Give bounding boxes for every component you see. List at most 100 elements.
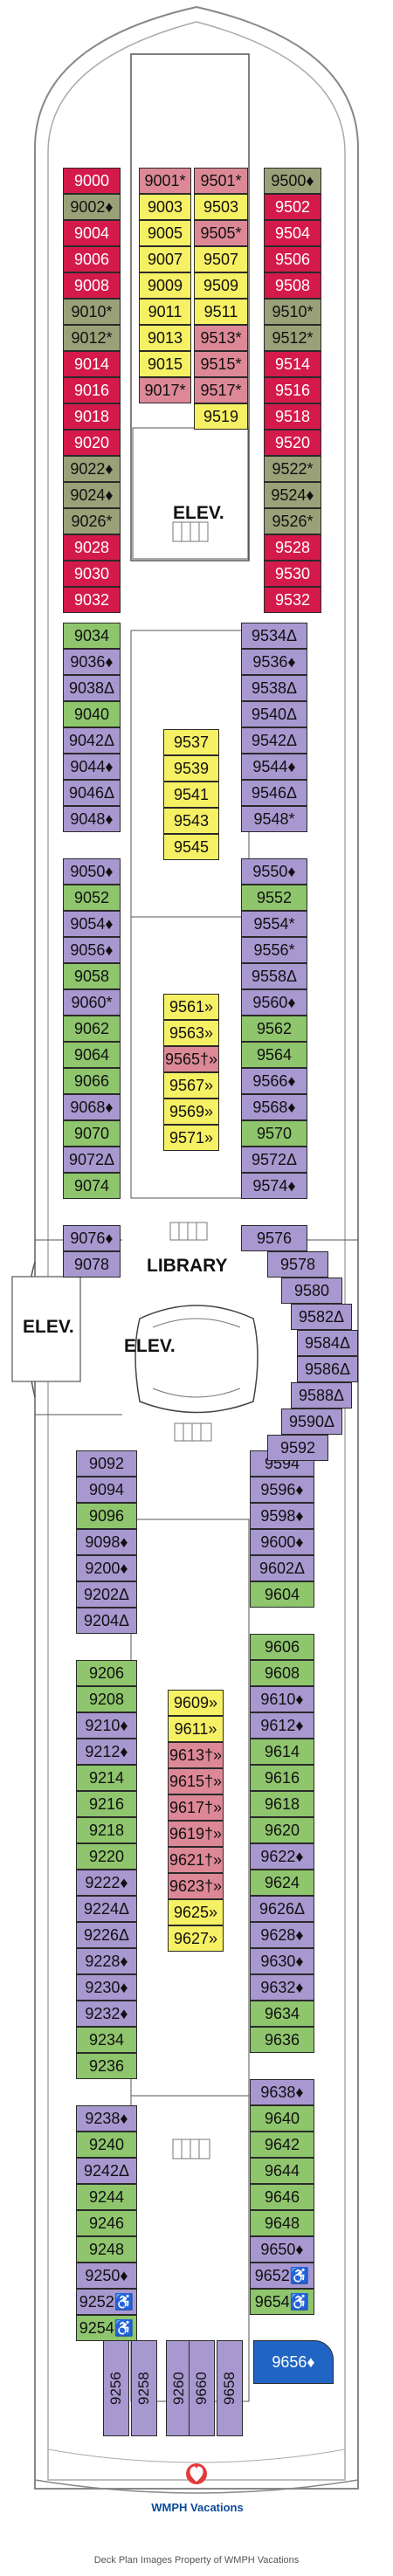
cabin-aft-right-20[interactable]: 9632♦ xyxy=(250,1974,314,2001)
cabin-aft-left-25[interactable]: 9238♦ xyxy=(76,2105,137,2132)
cabin-fwd-right-11[interactable]: 9522* xyxy=(264,456,321,482)
cabin-fwd-inner-left-4[interactable]: 9009 xyxy=(139,272,191,299)
cabin-fwd-right-12[interactable]: 9524♦ xyxy=(264,482,321,508)
cabin-fwd-left-16[interactable]: 9032 xyxy=(63,587,121,613)
cabin-mid-center-a-0[interactable]: 9537 xyxy=(163,729,219,755)
cabin-fwd-inner-right-6[interactable]: 9513* xyxy=(194,325,248,351)
cabin-aft-left-26[interactable]: 9240 xyxy=(76,2132,137,2158)
cabin-mid-right-23[interactable]: 9576 xyxy=(241,1225,307,1251)
cabin-aft-center-2[interactable]: 9613†» xyxy=(168,1742,224,1768)
cabin-aft-left-6[interactable]: 9204Δ xyxy=(76,1608,137,1634)
cabin-fwd-right-0[interactable]: 9500♦ xyxy=(264,168,321,194)
cabin-mid-left-15[interactable]: 9062 xyxy=(63,1016,121,1042)
cabin-aft-left-13[interactable]: 9216 xyxy=(76,1791,137,1817)
cabin-aft-right-12[interactable]: 9616 xyxy=(250,1765,314,1791)
cabin-mid-right-3[interactable]: 9540Δ xyxy=(241,701,307,727)
cabin-fwd-right-8[interactable]: 9516 xyxy=(264,377,321,403)
cabin-aft-right-19[interactable]: 9630♦ xyxy=(250,1948,314,1974)
cabin-fwd-left-6[interactable]: 9012* xyxy=(63,325,121,351)
cabin-aft-left-16[interactable]: 9222♦ xyxy=(76,1870,137,1896)
cabin-mid-center-b-3[interactable]: 9567» xyxy=(163,1072,219,1099)
cabin-mid-left-14[interactable]: 9060* xyxy=(63,989,121,1016)
cabin-aft-right-17[interactable]: 9626Δ xyxy=(250,1896,314,1922)
cabin-fwd-right-5[interactable]: 9510* xyxy=(264,299,321,325)
cabin-fwd-left-7[interactable]: 9014 xyxy=(63,351,121,377)
cabin-fwd-inner-left-5[interactable]: 9011 xyxy=(139,299,191,325)
cabin-mid-center-b-1[interactable]: 9563» xyxy=(163,1020,219,1046)
cabin-aft-right-25[interactable]: 9640 xyxy=(250,2105,314,2132)
cabin-mid-left-20[interactable]: 9072Δ xyxy=(63,1147,121,1173)
cabin-fwd-left-8[interactable]: 9016 xyxy=(63,377,121,403)
cabin-mid-left-6[interactable]: 9046Δ xyxy=(63,780,121,806)
cabin-aft-center-1[interactable]: 9611» xyxy=(168,1716,224,1742)
cabin-fwd-left-11[interactable]: 9022♦ xyxy=(63,456,121,482)
cabin-aft-left-12[interactable]: 9214 xyxy=(76,1765,137,1791)
cabin-fwd-inner-right-7[interactable]: 9515* xyxy=(194,351,248,377)
cabin-mid-center-b-4[interactable]: 9569» xyxy=(163,1099,219,1125)
cabin-fwd-left-4[interactable]: 9008 xyxy=(63,272,121,299)
cabin-curve-right-6[interactable]: 9590Δ xyxy=(281,1409,342,1435)
cabin-aft-center-7[interactable]: 9623†» xyxy=(168,1873,224,1899)
cabin-mid-right-9[interactable]: 9550♦ xyxy=(241,858,307,885)
cabin-fwd-inner-left-0[interactable]: 9001* xyxy=(139,168,191,194)
cabin-mid-left-16[interactable]: 9064 xyxy=(63,1042,121,1068)
cabin-aft-right-4[interactable]: 9602Δ xyxy=(250,1555,314,1581)
cabin-mid-center-b-2[interactable]: 9565†» xyxy=(163,1046,219,1072)
cabin-mid-right-19[interactable]: 9570 xyxy=(241,1120,307,1147)
cabin-aft-right-27[interactable]: 9644 xyxy=(250,2158,314,2184)
cabin-mid-left-1[interactable]: 9036♦ xyxy=(63,649,121,675)
cabin-aft-center-6[interactable]: 9621†» xyxy=(168,1847,224,1873)
cabin-mid-left-7[interactable]: 9048♦ xyxy=(63,806,121,832)
cabin-fwd-left-15[interactable]: 9030 xyxy=(63,561,121,587)
cabin-fwd-inner-right-3[interactable]: 9507 xyxy=(194,246,248,272)
cabin-fwd-left-9[interactable]: 9018 xyxy=(63,403,121,430)
cabin-curve-right-1[interactable]: 9580 xyxy=(281,1278,342,1304)
cabin-aft-right-14[interactable]: 9620 xyxy=(250,1817,314,1843)
cabin-curve-right-2[interactable]: 9582Δ xyxy=(291,1304,352,1330)
cabin-fwd-inner-right-9[interactable]: 9519 xyxy=(194,403,248,430)
cabin-fwd-inner-right-4[interactable]: 9509 xyxy=(194,272,248,299)
cabin-fwd-inner-left-8[interactable]: 9017* xyxy=(139,377,191,403)
cabin-aft-right-28[interactable]: 9646 xyxy=(250,2184,314,2210)
cabin-mid-right-17[interactable]: 9566♦ xyxy=(241,1068,307,1094)
cabin-mid-right-2[interactable]: 9538Δ xyxy=(241,675,307,701)
cabin-stern-3[interactable]: 9660 xyxy=(189,2340,215,2436)
cabin-fwd-right-7[interactable]: 9514 xyxy=(264,351,321,377)
cabin-fwd-inner-left-3[interactable]: 9007 xyxy=(139,246,191,272)
cabin-aft-right-9[interactable]: 9610♦ xyxy=(250,1686,314,1712)
cabin-aft-left-5[interactable]: 9202Δ xyxy=(76,1581,137,1608)
cabin-mid-left-2[interactable]: 9038Δ xyxy=(63,675,121,701)
cabin-aft-left-4[interactable]: 9200♦ xyxy=(76,1555,137,1581)
cabin-fwd-inner-right-2[interactable]: 9505* xyxy=(194,220,248,246)
cabin-fwd-inner-right-1[interactable]: 9503 xyxy=(194,194,248,220)
cabin-fwd-inner-right-8[interactable]: 9517* xyxy=(194,377,248,403)
cabin-aft-center-5[interactable]: 9619†» xyxy=(168,1821,224,1847)
cabin-stern-0[interactable]: 9256 xyxy=(103,2340,129,2436)
cabin-aft-left-30[interactable]: 9248 xyxy=(76,2236,137,2263)
cabin-aft-right-22[interactable]: 9636 xyxy=(250,2027,314,2053)
cabin-mid-right-12[interactable]: 9556* xyxy=(241,937,307,963)
cabin-aft-right-24[interactable]: 9638♦ xyxy=(250,2079,314,2105)
cabin-mid-center-b-5[interactable]: 9571» xyxy=(163,1125,219,1151)
cabin-aft-center-9[interactable]: 9627» xyxy=(168,1925,224,1952)
cabin-aft-left-31[interactable]: 9250♦ xyxy=(76,2263,137,2289)
cabin-fwd-inner-left-1[interactable]: 9003 xyxy=(139,194,191,220)
cabin-aft-left-11[interactable]: 9212♦ xyxy=(76,1739,137,1765)
cabin-aft-left-14[interactable]: 9218 xyxy=(76,1817,137,1843)
cabin-mid-right-5[interactable]: 9544♦ xyxy=(241,754,307,780)
cabin-mid-left-9[interactable]: 9050♦ xyxy=(63,858,121,885)
cabin-aft-left-17[interactable]: 9224Δ xyxy=(76,1896,137,1922)
cabin-mid-right-1[interactable]: 9536♦ xyxy=(241,649,307,675)
cabin-aft-right-2[interactable]: 9598♦ xyxy=(250,1503,314,1529)
cabin-fwd-inner-left-2[interactable]: 9005 xyxy=(139,220,191,246)
cabin-aft-right-16[interactable]: 9624 xyxy=(250,1870,314,1896)
cabin-mid-left-21[interactable]: 9074 xyxy=(63,1173,121,1199)
cabin-fwd-inner-left-6[interactable]: 9013 xyxy=(139,325,191,351)
cabin-mid-left-19[interactable]: 9070 xyxy=(63,1120,121,1147)
cabin-aft-left-10[interactable]: 9210♦ xyxy=(76,1712,137,1739)
cabin-aft-right-3[interactable]: 9600♦ xyxy=(250,1529,314,1555)
cabin-fwd-left-14[interactable]: 9028 xyxy=(63,534,121,561)
cabin-aft-left-28[interactable]: 9244 xyxy=(76,2184,137,2210)
cabin-aft-left-22[interactable]: 9234 xyxy=(76,2027,137,2053)
cabin-mid-right-6[interactable]: 9546Δ xyxy=(241,780,307,806)
